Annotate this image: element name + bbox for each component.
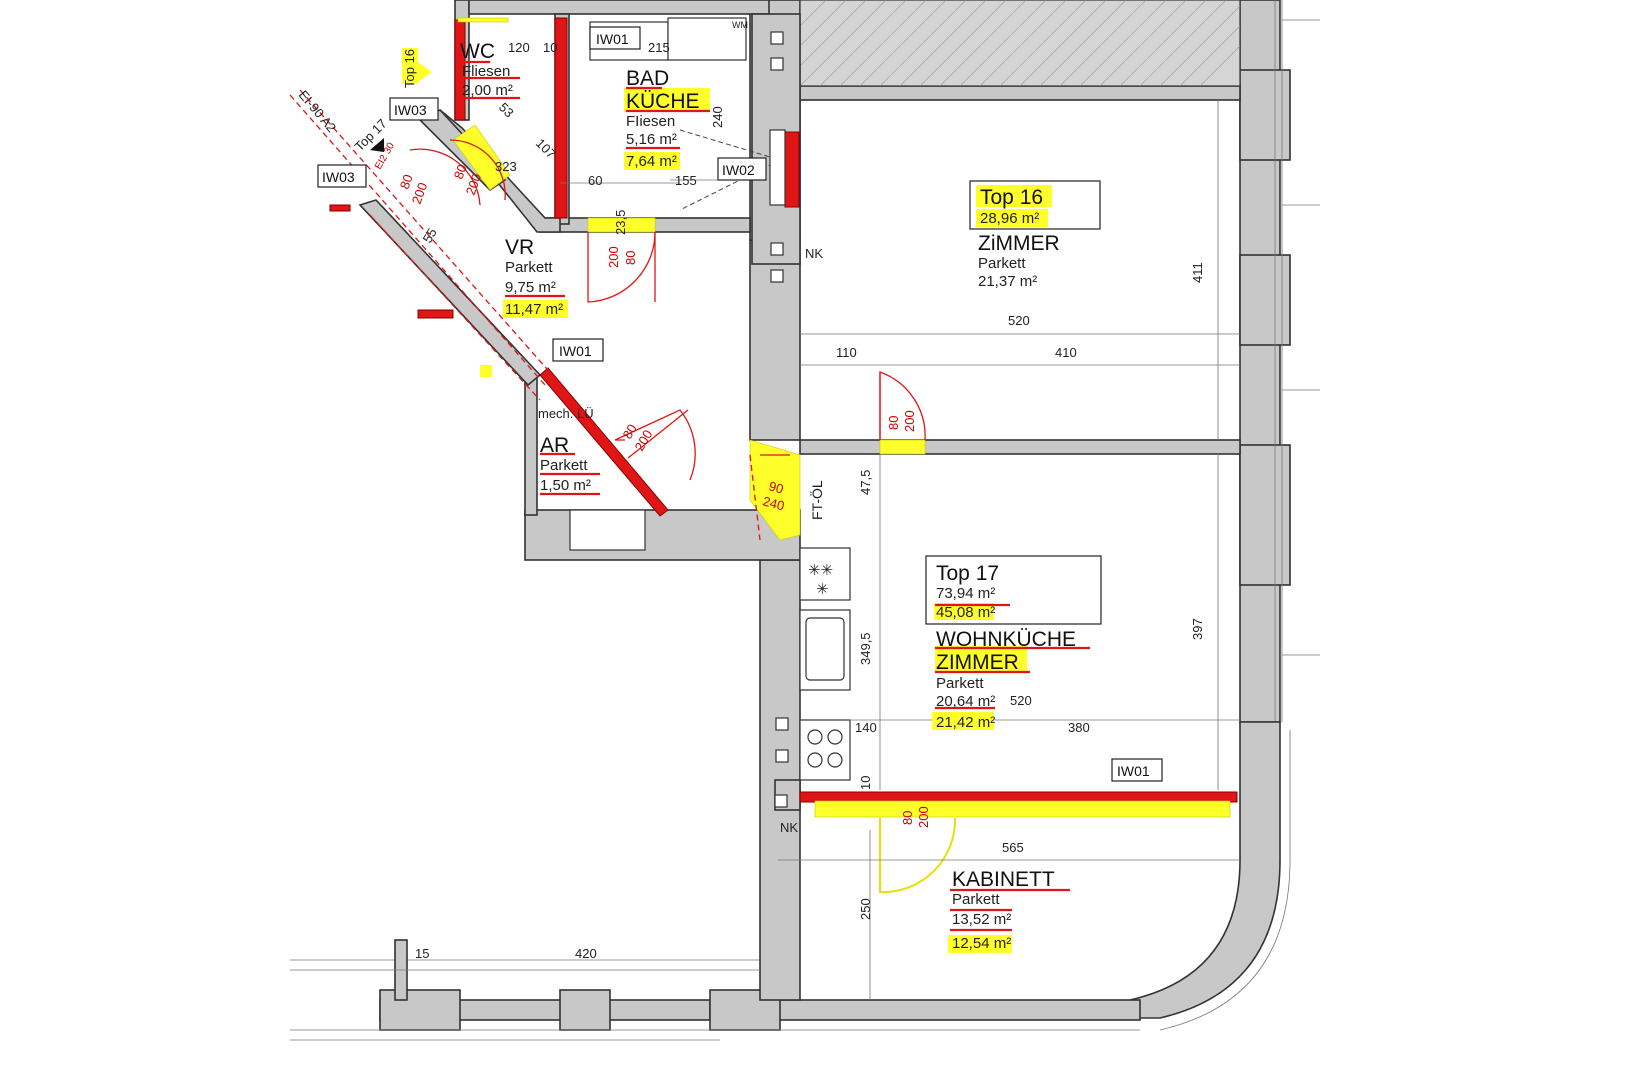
dim-565: 565 [1002,840,1024,855]
bad-floor: FIiesen [626,113,675,130]
dim-411: 411 [1190,262,1205,283]
dim-155: 155 [675,173,697,188]
wohnkueche-area: 20,64 m² [936,693,995,710]
door-wc-80: 80 [397,172,416,191]
dim-250: 250 [858,898,873,920]
vr-name: VR [505,236,534,259]
dim-520-upper: 520 [1008,313,1030,328]
door-wc-200: 200 [409,181,431,207]
dim-110: 110 [836,345,857,360]
kabinett-area: 13,52 m² [952,911,1011,928]
dim-215: 215 [648,40,670,55]
door-zimmer-200: 200 [902,410,917,432]
room-labels: WC Fliesen 2,00 m² BAD KÜCHE FIiesen 5,1… [460,40,1076,952]
kabinett-floor: Parkett [952,891,1000,908]
dim-60: 60 [588,173,602,188]
wm-tag: WM [732,20,748,30]
bad-name2: KÜCHE [626,90,700,113]
iw03-tag-lower: IW03 [322,169,355,185]
bad-area-new: 7,64 m² [626,153,677,170]
dim-140: 140 [855,720,877,735]
wc-floor: Fliesen [462,63,510,80]
nk-tag-lower: NK [780,820,798,835]
dim-120: 120 [508,40,530,55]
wohnkueche-area-new: 21,42 m² [936,714,995,731]
door-vr-80: 80 [623,251,638,265]
ar-floor: Parkett [540,457,588,474]
dim-10: 10 [543,40,557,55]
svg-text:✳: ✳ [816,581,829,598]
svg-text:✳✳: ✳✳ [808,562,833,579]
iw01-tag-ar: IW01 [559,343,592,359]
wc-name: WC [460,40,495,63]
bad-area: 5,16 m² [626,131,677,148]
dim-53: 53 [496,100,517,121]
top17-area-new: 45,08 m² [936,604,995,621]
top16-marker: Top 16 [402,49,417,88]
door-zimmer-80: 80 [886,416,901,430]
kabinett-name: KABINETT [952,868,1055,891]
dim-323: 323 [495,159,517,174]
bad-name: BAD [626,67,669,90]
dim-10-lower: 10 [858,776,873,790]
vr-area-new: 11,47 m² [505,301,563,318]
iw01-tag-kabinett: IW01 [1117,763,1150,779]
doors [409,129,957,894]
door-labels: 80 200 80 200 80 200 90 240 80 200 80 20… [397,162,931,828]
door-ft-240: 240 [761,493,786,513]
ft-oel-tag: FT-ÖL [808,480,825,520]
dim-410: 410 [1055,345,1077,360]
top16-area: 28,96 m² [980,210,1039,227]
dim-240: 240 [710,106,725,128]
iw01-tag-bad: IW01 [596,31,629,47]
walls [290,0,1320,1041]
dim-420: 420 [575,946,597,961]
red-underlines [460,60,1090,932]
vr-area: 9,75 m² [505,279,556,296]
kabinett-area-new: 12,54 m² [952,935,1011,952]
door-vr-200: 200 [606,246,621,268]
dimension-lines [290,100,1240,1000]
dim-380: 380 [1068,720,1090,735]
dim-47-5: 47,5 [858,470,873,495]
door-ft-90: 90 [767,478,785,496]
ar-area: 1,50 m² [540,477,591,494]
wohnkueche-name2: ZIMMER [936,651,1019,674]
wohnkueche-name: WOHNKÜCHE [936,628,1076,651]
iw03-tag-upper: IW03 [394,102,427,118]
door-wc2-200: 200 [463,172,485,198]
vr-floor: Parkett [505,259,553,276]
dim-55: 55 [420,225,440,245]
dim-15: 15 [415,946,429,961]
dim-23-5: 23,5 [613,210,628,235]
door-ar-80: 80 [620,421,640,441]
door-wc2-80: 80 [451,162,470,181]
mech-lue-tag: mech. LÜ [538,406,594,421]
ei90-tag: EI-90 A2 [296,87,340,135]
zimmer-floor: Parkett [978,255,1026,272]
zimmer-area: 21,37 m² [978,273,1037,290]
top17-area: 73,94 m² [936,585,995,602]
door-kabinett-80: 80 [900,811,915,825]
wc-area: 2,00 m² [462,82,513,99]
iw02-tag: IW02 [722,162,755,178]
red-walls [329,17,1238,803]
dim-349-5: 349,5 [858,632,873,665]
ar-name: AR [540,434,569,457]
zimmer-name: ZiMMER [978,232,1060,255]
wohnkueche-floor: Parkett [936,675,984,692]
nk-tag-upper: NK [805,246,823,261]
dim-397: 397 [1190,618,1205,640]
yellow-new [452,17,1231,818]
top17-label: Top 17 [936,562,999,585]
dim-520-lower: 520 [1010,693,1032,708]
top16-label: Top 16 [980,186,1043,209]
door-kabinett-200: 200 [916,806,931,828]
